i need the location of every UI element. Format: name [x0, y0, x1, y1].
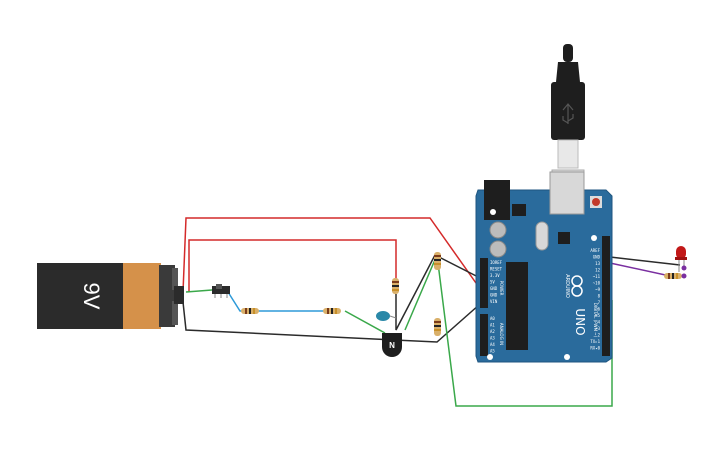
pin-label-power_pins-0: IOREF: [490, 260, 503, 265]
pin-label-analog_pins-0: A0: [490, 316, 495, 321]
slide-switch-knob[interactable]: [216, 284, 222, 289]
pin-label-digital_pins-11: 4: [598, 320, 601, 325]
resistor-6-led[interactable]: [664, 273, 682, 279]
slide-switch[interactable]: [212, 284, 230, 298]
led-blue-dome: [376, 311, 390, 321]
pin-label-power_pins-6: VIN: [490, 299, 498, 304]
arduino-analog-label: ANALOG IN: [499, 323, 504, 345]
battery-body: [37, 263, 127, 329]
arduino-header-label: DIGITAL (PWM ~): [593, 303, 598, 338]
pin-label-digital_pins-2: 13: [595, 261, 600, 266]
led-red[interactable]: [675, 246, 687, 279]
resistor-4-vertical[interactable]: [434, 252, 441, 270]
pin-label-digital_pins-7: 8: [598, 294, 601, 299]
pin-label-digital_pins-14: TX▸1: [590, 339, 600, 344]
arduino-power-jack: [484, 180, 510, 220]
pin-label-digital_pins-4: ~11: [593, 274, 601, 279]
pin-label-digital_pins-15: RX◂0: [590, 346, 600, 351]
battery-terminal-top: [172, 268, 178, 290]
wire-green-loop-to-arduino[interactable]: [404, 252, 613, 407]
arduino-power-header: [480, 258, 488, 308]
pin-label-power_pins-4: GND: [490, 286, 498, 291]
arduino-model-label: UNO: [573, 308, 587, 335]
pin-label-digital_pins-3: 12: [595, 268, 600, 273]
wire-black-battery-to-transistor[interactable]: [182, 296, 489, 343]
pin-label-analog_pins-1: A1: [490, 323, 495, 328]
wire-black-resistor-to-arduino[interactable]: [395, 253, 489, 331]
pin-label-digital_pins-12: ~3: [595, 326, 600, 331]
usb-icon: [562, 103, 574, 124]
pin-label-analog_pins-5: A5: [490, 349, 495, 354]
transistor-label: N: [389, 341, 395, 350]
arduino-analog-header: [480, 314, 488, 356]
npn-transistor[interactable]: N: [382, 333, 402, 357]
slide-switch-body: [212, 286, 230, 294]
resistor-3-vertical[interactable]: [392, 278, 399, 294]
arduino-digital-header: [602, 236, 610, 356]
wire-green-battery-to-switch[interactable]: [185, 289, 213, 293]
wire-black-arduino-to-led[interactable]: [609, 256, 681, 266]
resistor-2[interactable]: [323, 308, 341, 314]
npn-transistor-body: [382, 333, 402, 357]
wire-red-battery-to-resistor[interactable]: [188, 239, 397, 292]
arduino-uno[interactable]: ARDUINO UNO DIGITAL (PWM ~) POWER ANALOG…: [475, 171, 613, 363]
wire-green-resistor-to-transistor[interactable]: [344, 310, 386, 334]
pin-label-power_pins-5: GND: [490, 293, 498, 298]
pin-label-digital_pins-6: ~9: [595, 287, 600, 292]
pin-label-analog_pins-2: A2: [490, 329, 495, 334]
led-red-dome: [676, 246, 686, 259]
pin-label-digital_pins-10: ~5: [595, 313, 600, 318]
pin-label-analog_pins-4: A4: [490, 342, 495, 347]
pin-label-digital_pins-1: GND: [593, 255, 601, 260]
resistor-1[interactable]: [241, 308, 259, 314]
battery-label: 9V: [79, 283, 104, 310]
pin-label-digital_pins-5: ~10: [593, 281, 601, 286]
pin-label-digital_pins-8: 7: [598, 300, 601, 305]
battery-clip: [174, 286, 184, 304]
arduino-usb-port: [549, 171, 585, 215]
pin-label-power_pins-1: RESET: [490, 267, 503, 272]
wire-red-battery-to-arduino[interactable]: [182, 217, 489, 301]
arduino-logo: [571, 275, 583, 297]
arduino-brand-label: ARDUINO: [564, 274, 570, 298]
pin-label-digital_pins-9: ~6: [595, 307, 600, 312]
pin-label-digital_pins-13: 2: [598, 333, 601, 338]
battery-cap: [159, 265, 175, 327]
pin-label-power_pins-3: 5V: [490, 280, 495, 285]
battery-terminal-bottom: [172, 301, 178, 325]
arduino-power-label: POWER: [499, 281, 504, 296]
battery-wrap: [123, 263, 161, 329]
led-blue[interactable]: [376, 311, 397, 321]
pin-label-digital_pins-0: AREF: [590, 248, 600, 253]
pin-label-analog_pins-3: A3: [490, 336, 495, 341]
battery-9v[interactable]: 9V: [37, 263, 184, 329]
pin-label-power_pins-2: 3.3V: [490, 273, 500, 278]
resistor-5-vertical[interactable]: [434, 318, 441, 336]
arduino-atmega-chip: [506, 262, 528, 350]
